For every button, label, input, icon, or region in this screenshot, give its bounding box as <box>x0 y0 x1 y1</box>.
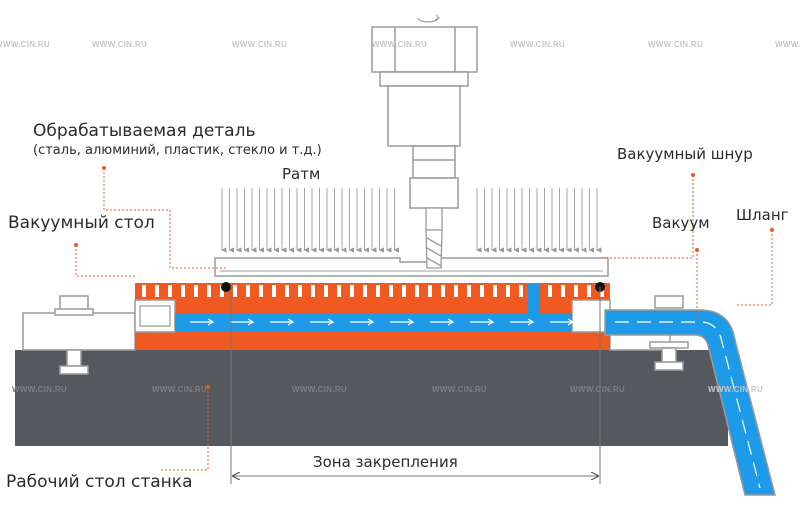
watermark-text: WWW.CIN.RU <box>92 40 147 49</box>
end-mill-icon <box>425 207 443 269</box>
rotation-arrow-icon <box>417 14 441 23</box>
watermark-text: WWW.CIN.RU <box>152 385 207 394</box>
workpiece-label: Обрабатываемая деталь <box>33 121 256 141</box>
vacuum-hose <box>604 309 776 496</box>
clamp-bolt-icon <box>649 295 689 371</box>
watermark-text: WWW.CIN.RU <box>372 40 427 49</box>
spindle-icon <box>371 26 478 209</box>
callout-dots <box>74 166 774 389</box>
workpiece-materials-label: (сталь, алюминий, пластик, стекло и т.д.… <box>33 143 322 158</box>
watermark-text: WWW.CIN.RU <box>432 385 487 394</box>
workpiece <box>214 257 609 277</box>
watermark-text: WWW.CIN.RU <box>232 40 287 49</box>
watermark-text: WWW.CIN.RU <box>708 385 763 394</box>
clamping-zone-dimension <box>230 287 601 484</box>
watermark-text: WWW.CIN.RU <box>648 40 703 49</box>
vacuum-label: Вакуум <box>652 214 710 232</box>
vacuum-channel <box>175 313 575 331</box>
clamping-zone-label: Зона закрепления <box>313 453 458 471</box>
watermark-text: WWW.CIN.RU <box>0 40 50 49</box>
vacuum-table-label: Вакуумный стол <box>8 213 155 233</box>
watermark-text: WWW.CIN.RU <box>12 385 67 394</box>
watermark-text: WWW.CIN.RU <box>292 385 347 394</box>
callout-lines <box>75 168 773 471</box>
clamp-bolt-icon <box>54 295 94 375</box>
vacuum-cord-label: Вакуумный шнур <box>617 145 753 163</box>
machine-table-label: Рабочий стол станка <box>6 472 193 492</box>
machine-table <box>15 350 728 446</box>
watermark-text: WWW.CIN.RU <box>775 40 800 49</box>
hose-label: Шланг <box>736 206 789 224</box>
atmospheric-pressure-label: Ратм <box>282 165 321 183</box>
watermark-text: WWW.CIN.RU <box>570 385 625 394</box>
atmospheric-pressure-arrows <box>221 188 602 253</box>
watermark-text: WWW.CIN.RU <box>510 40 565 49</box>
